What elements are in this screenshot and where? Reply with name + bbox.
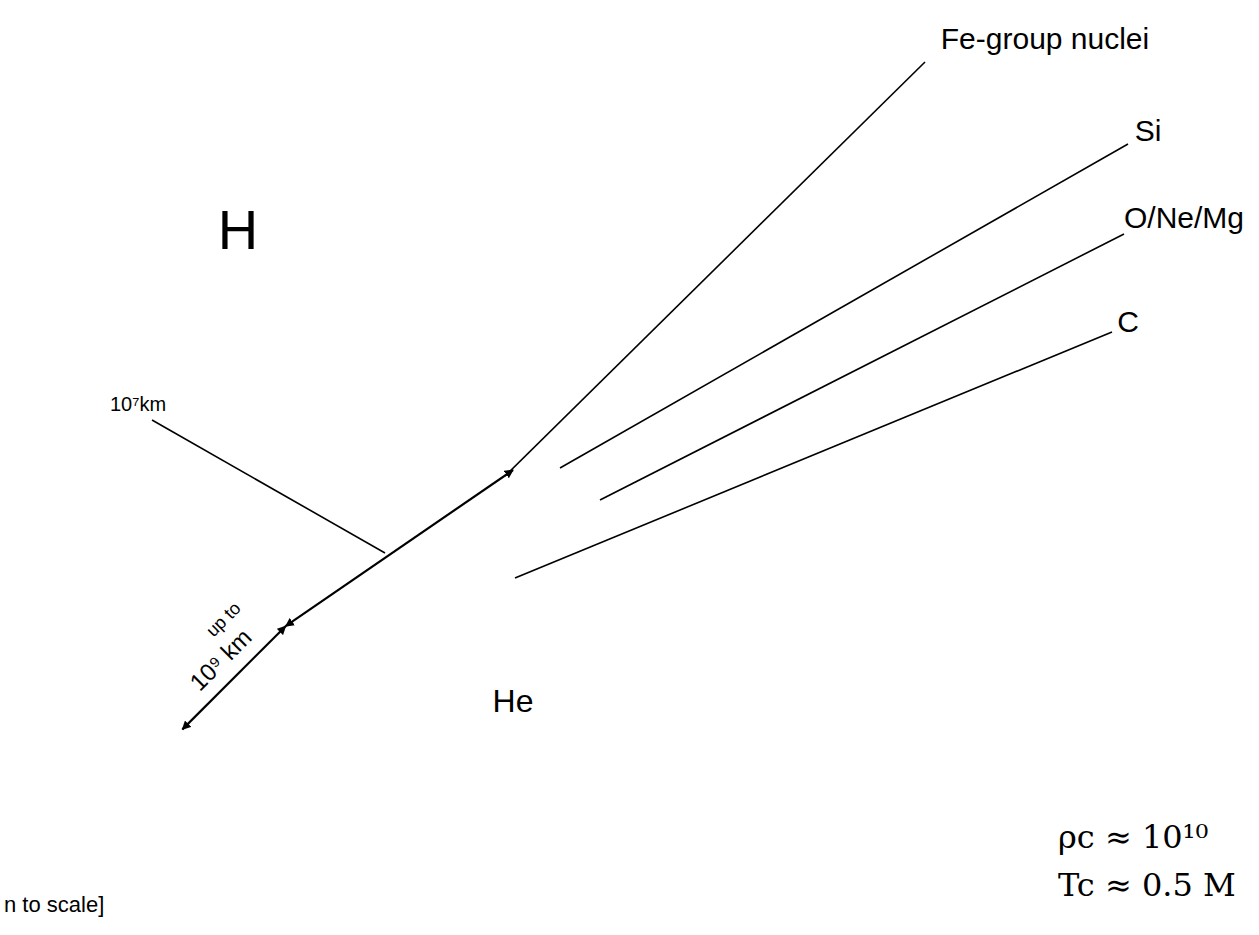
iron-core	[435, 392, 591, 548]
shell-name: He	[493, 684, 534, 719]
shell-name: H	[218, 199, 258, 261]
hydrogen-shell-outline	[93, 50, 933, 890]
density-value: ρc ≈ 10¹⁰	[1058, 820, 1208, 855]
leader-line	[515, 332, 1112, 578]
label-holder: Si	[1135, 114, 1162, 147]
hydrogen-shell: H He	[93, 50, 933, 890]
label-holder: O/Ne/Mg	[1124, 201, 1244, 234]
oxygen-neon-magnesium-shell	[370, 327, 656, 613]
helium-shell: He	[237, 194, 789, 746]
hydrogen-shell-circle	[94, 51, 932, 889]
leader-line	[152, 420, 385, 553]
leader-line	[505, 62, 925, 476]
label-holder: Fe-group nuclei	[941, 22, 1149, 55]
label-holder: n to scale]	[4, 893, 104, 917]
label-holder: C	[1117, 305, 1139, 338]
radius-arrow	[286, 470, 513, 626]
shell-label: O/Ne/Mg	[1124, 201, 1244, 234]
text-holder: H	[218, 199, 258, 261]
leader-line	[600, 234, 1124, 500]
helium-shell-circle	[238, 195, 788, 745]
temperature-value: Tc ≈ 0.5 M	[1058, 868, 1236, 903]
text-holder: He	[493, 684, 534, 719]
shell-label: C	[1117, 305, 1139, 338]
shell-label: Si	[1135, 114, 1162, 147]
silicon-shell	[418, 375, 608, 565]
scale-note: n to scale]	[4, 893, 104, 917]
label-holder: ρc ≈ 10¹⁰	[1058, 820, 1208, 855]
label-holder: Tc ≈ 0.5 M	[1058, 868, 1236, 903]
carbon-shell	[332, 289, 694, 651]
label-holder: 10⁷km	[110, 393, 166, 415]
helium-shell-outline	[237, 194, 789, 746]
leader-line	[560, 144, 1128, 468]
dimension-label: 10⁷km	[110, 393, 166, 415]
shell-label: Fe-group nuclei	[941, 22, 1149, 55]
